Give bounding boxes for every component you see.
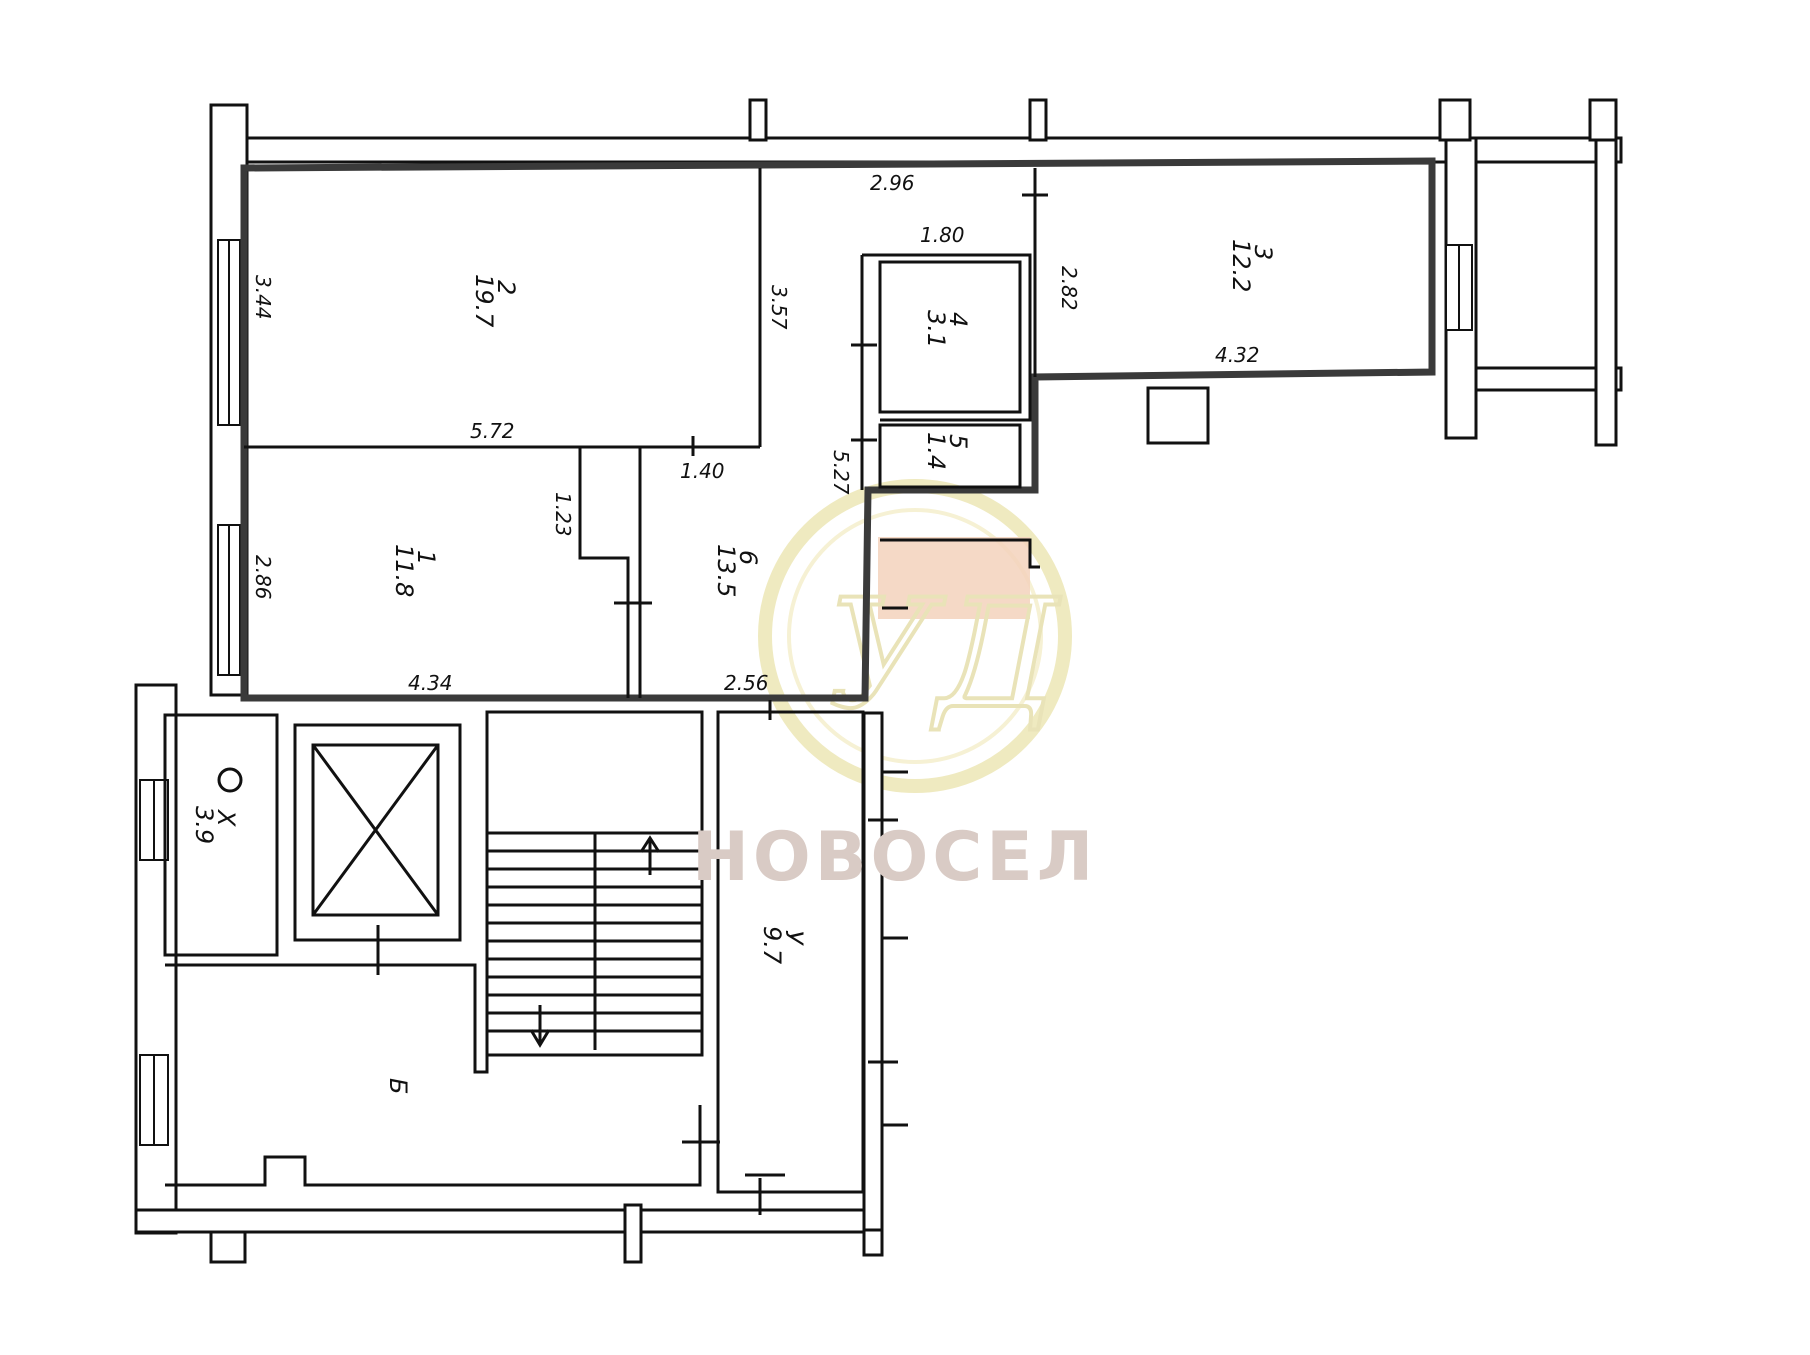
dim-3-44: 3.44 — [251, 275, 275, 320]
svg-text:6: 6 — [734, 550, 762, 565]
room-x-label: Х 3.9 — [190, 806, 240, 844]
room-2-label: 2 19.7 — [470, 274, 520, 328]
stair-up-arrow — [639, 835, 661, 875]
dim-4-34: 4.34 — [408, 671, 453, 695]
svg-text:4: 4 — [944, 312, 972, 327]
stair-down-arrow — [529, 1005, 551, 1048]
room-4-label: 4 3.1 — [922, 310, 972, 348]
dim-1-40: 1.40 — [680, 459, 725, 483]
staircase — [487, 831, 702, 1033]
room-6-label: 6 13.5 — [712, 544, 762, 597]
watermark-accent — [878, 537, 1030, 619]
svg-text:Б: Б — [384, 1078, 412, 1094]
dim-5-27: 5.27 — [829, 450, 853, 495]
exterior-walls — [134, 98, 1623, 1264]
watermark-brand: НОВОСЕЛ — [692, 818, 1097, 897]
dim-2-82: 2.82 — [1057, 266, 1081, 311]
svg-text:3.9: 3.9 — [190, 806, 218, 844]
dim-2-86: 2.86 — [251, 555, 275, 600]
svg-text:19.7: 19.7 — [470, 274, 498, 328]
apartment-outline — [240, 157, 1436, 702]
dim-4-32: 4.32 — [1215, 343, 1260, 367]
dim-2-56: 2.56 — [724, 671, 769, 695]
dim-1-80: 1.80 — [920, 223, 965, 247]
svg-text:13.5: 13.5 — [712, 544, 740, 597]
room-3-label: 3 12.2 — [1227, 239, 1277, 292]
svg-text:1.4: 1.4 — [922, 432, 950, 470]
chute-symbol — [217, 767, 243, 793]
dimension-labels: 2.96 1.80 2.82 3.44 3.57 5.72 4.32 1.40 … — [251, 171, 1260, 695]
room-labels: 2 19.7 3 12.2 4 3.1 5 1.4 1 11.8 6 13.5 … — [190, 239, 1277, 1094]
svg-text:Х: Х — [212, 808, 240, 827]
svg-text:У: У — [780, 930, 808, 946]
svg-text:5: 5 — [944, 434, 972, 449]
watermark-ring-inner — [787, 508, 1043, 764]
svg-text:1: 1 — [412, 550, 440, 565]
dim-1-23: 1.23 — [551, 492, 575, 537]
room-5-label: 5 1.4 — [922, 432, 972, 470]
dim-3-57: 3.57 — [767, 285, 791, 330]
dim-5-72: 5.72 — [470, 419, 515, 443]
svg-text:2: 2 — [492, 280, 520, 295]
svg-text:11.8: 11.8 — [390, 544, 418, 597]
room-u-label: У 9.7 — [758, 926, 808, 965]
interior-walls — [244, 168, 1048, 720]
svg-text:3.1: 3.1 — [922, 310, 950, 348]
common-walls — [163, 538, 1040, 1215]
svg-text:12.2: 12.2 — [1227, 239, 1255, 292]
room-b-label: Б — [384, 1078, 412, 1094]
svg-text:9.7: 9.7 — [758, 926, 786, 965]
dim-2-96: 2.96 — [870, 171, 915, 195]
room-1-label: 1 11.8 — [390, 544, 440, 597]
watermark: УД — [758, 479, 1072, 793]
svg-text:3: 3 — [1249, 245, 1277, 260]
